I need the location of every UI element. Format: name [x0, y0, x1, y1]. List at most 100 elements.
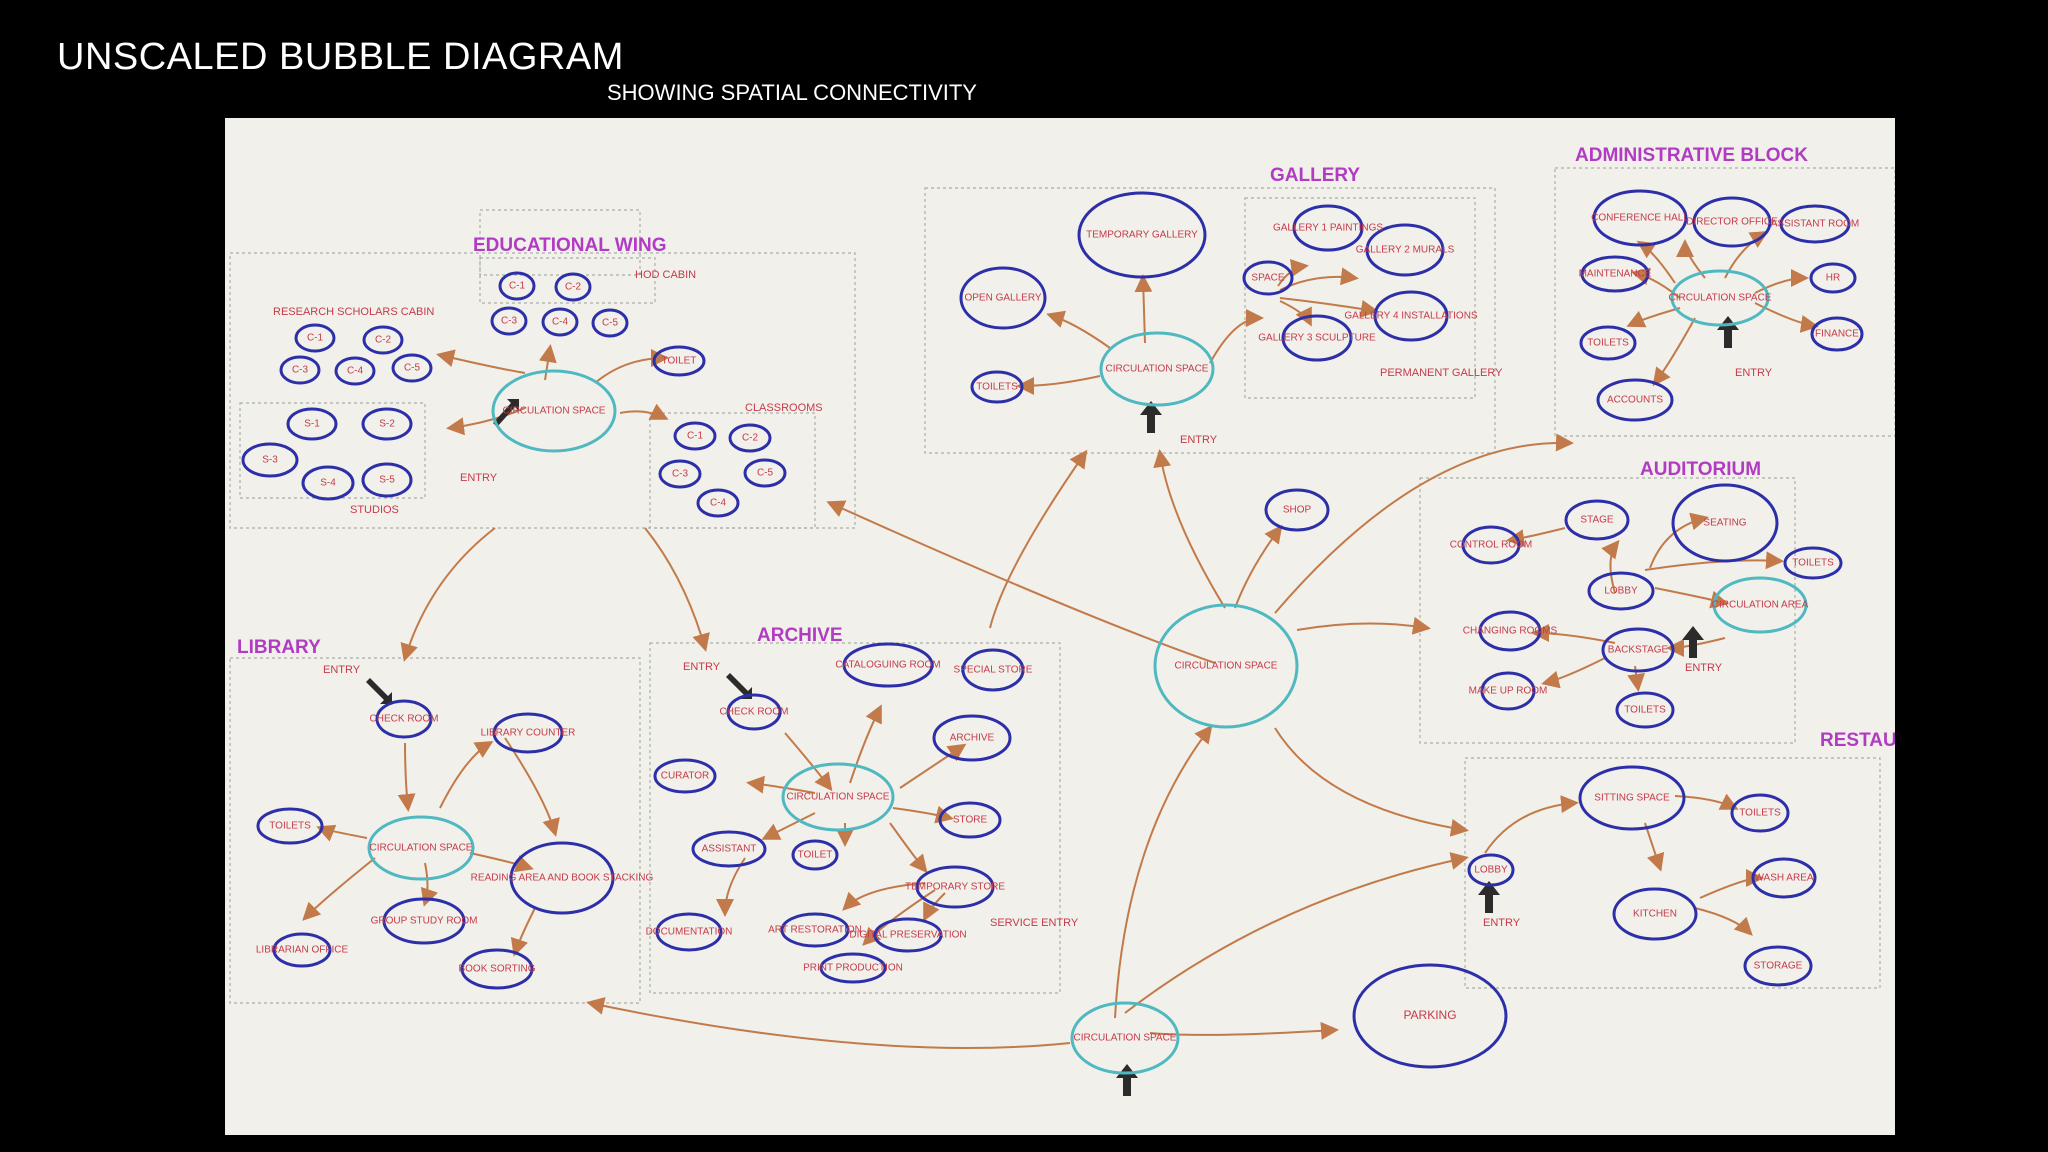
arrow-main-to-gallery	[1153, 449, 1226, 609]
arrow-bot-to-rest	[1124, 852, 1469, 1014]
bubble-gal-space	[1242, 260, 1294, 296]
bubble-temp-gallery	[1077, 191, 1207, 279]
arrow-edu-to-class	[619, 403, 669, 420]
label-studio-s4: S-4	[320, 478, 336, 489]
arrow-lobby-to-circ	[1654, 587, 1729, 609]
arrow-acirc-to-cat	[849, 704, 882, 784]
bubble-temp-store	[915, 865, 995, 909]
label-seating: SEATING	[1703, 518, 1746, 529]
arrow-gal-to-temp	[1134, 274, 1153, 344]
label-research-c2: C-2	[375, 335, 392, 346]
library-boundary	[229, 657, 641, 1004]
label-conf-hall: CONFERENCE HALL	[1591, 213, 1689, 224]
arrow-aud-to-stage	[1601, 539, 1620, 594]
bubble-storage	[1743, 945, 1813, 987]
arrow-gal-to-space	[1209, 309, 1264, 364]
bubble-arch-check	[726, 693, 782, 731]
bubble-main-circ	[1153, 603, 1299, 729]
entry-arrow-archive	[726, 673, 752, 699]
arrow-lcirc-to-reading	[469, 852, 534, 873]
bubble-art-restoration	[780, 912, 850, 948]
arrow-arch-to-gallery	[989, 449, 1088, 629]
label-archive-room: ARCHIVE	[950, 733, 995, 744]
label-edu-circ: CIRCULATION SPACE	[503, 406, 606, 417]
label-open-gallery: OPEN GALLERY	[964, 293, 1041, 304]
label-research-c3: C-3	[292, 365, 309, 376]
bubble-research-c1	[294, 323, 336, 353]
label-check-room: CHECK ROOM	[370, 714, 439, 725]
arrow-reading-to-sorting	[510, 907, 536, 957]
entry-arrows	[366, 316, 1739, 1096]
arrow-acirc-to-curator	[746, 775, 816, 794]
label-class-c1: C-1	[687, 431, 704, 442]
bubble-curator	[653, 758, 717, 794]
label-admin-circ: CIRCULATION SPACE	[1669, 293, 1772, 304]
bubble-open-gallery	[959, 266, 1047, 330]
bubble-gal-paintings	[1292, 204, 1364, 252]
bubble-shop	[1264, 488, 1330, 532]
arrow-main-to-rest	[1274, 727, 1469, 837]
bubble-accounts	[1596, 378, 1674, 422]
arrow-check-to-acirc	[784, 732, 833, 792]
bubble-special-store	[961, 648, 1025, 692]
bubble-group-study	[382, 897, 466, 945]
auditorium-boundary	[1419, 477, 1796, 744]
label-lobby: LOBBY	[1604, 586, 1638, 597]
label-special-store: SPECIAL STORE	[954, 665, 1033, 676]
label-hod-c1: C-1	[509, 281, 526, 292]
label-aud-toilets: TOILETS	[1792, 558, 1834, 569]
page-subtitle: SHOWING SPATIAL CONNECTIVITY	[607, 80, 977, 105]
label-gal-toilets: TOILETS	[976, 382, 1018, 393]
arrow-space-to-g3	[1279, 300, 1312, 327]
educational-wing-boundary	[229, 252, 856, 529]
note-entry-library: ENTRY	[323, 664, 361, 676]
arrow-main-to-admin	[1274, 433, 1574, 614]
arrow-admin-to-accounts	[1652, 317, 1696, 387]
bubble-hod-c4	[541, 307, 579, 337]
space-bubbles	[241, 189, 1864, 1069]
bubble-aud-toilets	[1783, 546, 1843, 580]
arrow-main-to-edu	[826, 500, 1216, 664]
zone-title-admin: ADMINISTRATIVE BLOCK	[1575, 145, 1808, 166]
label-stage: STAGE	[1580, 515, 1613, 526]
bubble-cataloguing	[842, 642, 934, 688]
label-accounts: ACCOUNTS	[1607, 395, 1663, 406]
arrow-acirc-to-archive	[899, 743, 967, 789]
connection-arrows	[302, 230, 1819, 1049]
hod-cabin-boundary	[479, 209, 641, 276]
note-entry-archive: ENTRY	[683, 661, 721, 673]
bubble-arch-toilet	[791, 839, 839, 871]
bubble-stage	[1564, 499, 1630, 541]
zone-boundaries	[229, 167, 1895, 1004]
permanent-gallery-boundary	[1244, 197, 1476, 399]
label-arch-toilet: TOILET	[798, 850, 833, 861]
bubble-research-c2	[362, 325, 404, 355]
label-cataloguing: CATALOGUING ROOM	[835, 660, 940, 671]
arrow-acirc-to-assist	[761, 812, 816, 840]
zone-title-gallery: GALLERY	[1270, 165, 1360, 186]
label-class-c2: C-2	[742, 433, 759, 444]
arrow-admin-to-asst	[1724, 230, 1769, 279]
entry-arrow-aud	[1682, 626, 1704, 658]
bubble-store	[938, 801, 1002, 839]
archive-boundary	[649, 642, 1061, 994]
bubble-maintenance	[1580, 255, 1650, 293]
arrow-lcirc-to-group	[420, 862, 438, 907]
bubble-make-up	[1480, 671, 1536, 711]
label-store: STORE	[953, 815, 988, 826]
label-research-c5: C-5	[404, 363, 421, 374]
label-wash: WASH AREA	[1754, 873, 1813, 884]
label-main-circ: CIRCULATION SPACE	[1175, 661, 1278, 672]
bubble-reading	[509, 841, 615, 915]
arrow-aud-to-seating	[1649, 512, 1709, 569]
bubble-gal-murals	[1365, 223, 1445, 277]
label-bottom-circ: CIRCULATION SPACE	[1074, 1033, 1177, 1044]
bubble-class-c3	[658, 459, 702, 489]
bubble-diagram: EDUCATIONAL WING GALLERY ADMINISTRATIVE …	[229, 145, 1895, 1096]
label-class-c4: C-4	[710, 498, 727, 509]
bubble-gal-circ	[1099, 331, 1215, 407]
label-research-c4: C-4	[347, 366, 364, 377]
arrow-edu-to-library	[400, 527, 496, 662]
label-hod-c4: C-4	[552, 317, 569, 328]
arrow-stage-to-control	[1506, 527, 1566, 548]
